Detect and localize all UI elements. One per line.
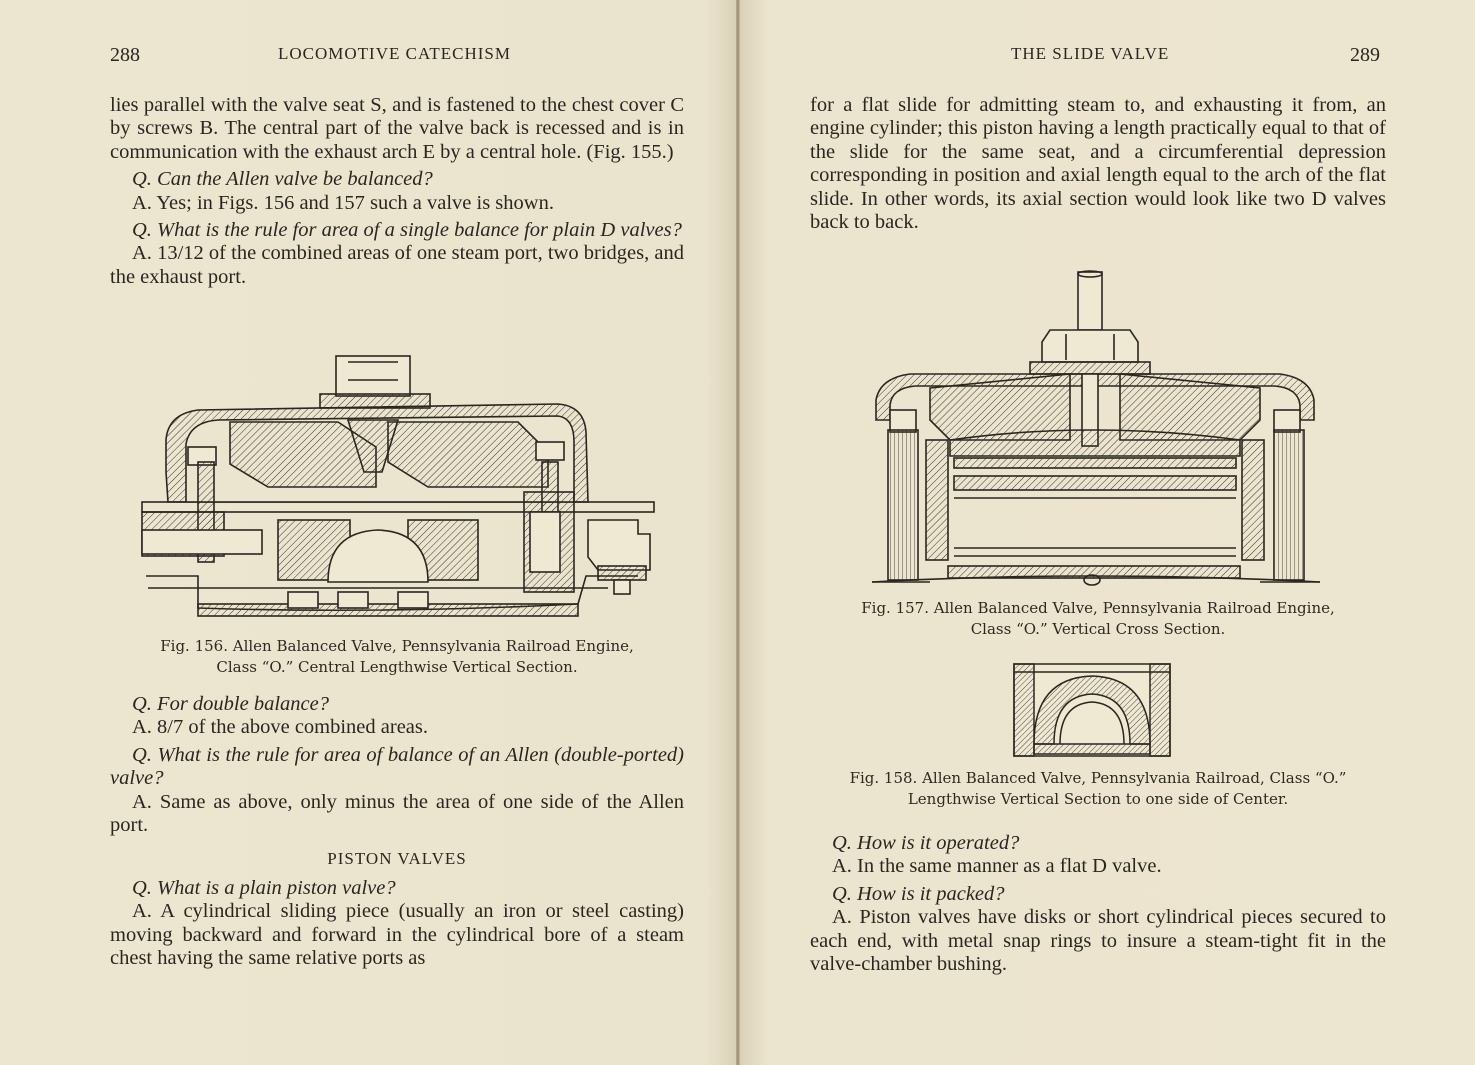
question: Q. For double balance? xyxy=(132,693,329,715)
running-head: LOCOMOTIVE CATECHISM xyxy=(278,44,511,63)
caption-line: Lengthwise Vertical Section to one side … xyxy=(907,790,1289,808)
left-page: 288 LOCOMOTIVE CATECHISM lies parallel w… xyxy=(0,0,736,1065)
page-number: 289 xyxy=(1350,44,1380,66)
question: Q. What is the rule for area of balance … xyxy=(110,743,684,790)
text-block-bottom: Q. For double balance? A. 8/7 of the abo… xyxy=(110,693,684,970)
caption-line: Class “O.” Vertical Cross Section. xyxy=(970,620,1226,638)
answer: A. 8/7 of the above combined areas. xyxy=(132,716,429,739)
question: Q. What is the rule for area of a single… xyxy=(132,219,682,242)
answer: A. In the same manner as a flat D valve. xyxy=(832,855,1162,878)
paragraph: lies parallel with the valve seat S, and… xyxy=(110,94,684,163)
question: Q. What is a plain piston valve? xyxy=(132,876,396,899)
answer: A. Piston valves have disks or short cyl… xyxy=(810,906,1386,976)
text-block-top: lies parallel with the valve seat S, and… xyxy=(110,94,684,289)
caption-line: Class “O.” Central Lengthwise Vertical S… xyxy=(216,658,578,676)
running-head: THE SLIDE VALVE xyxy=(1011,44,1170,63)
question: Q. Can the Allen valve be balanced? xyxy=(132,168,433,191)
right-page: THE SLIDE VALVE 289 for a flat slide for… xyxy=(740,0,1475,1065)
fig-156-illustration xyxy=(141,355,655,617)
page-number: 288 xyxy=(110,44,140,66)
text-block-top: for a flat slide for admitting steam to,… xyxy=(810,94,1386,234)
caption-line: Fig. 157. Allen Balanced Valve, Pennsylv… xyxy=(861,599,1335,617)
caption-line: Fig. 156. Allen Balanced Valve, Pennsylv… xyxy=(160,637,634,655)
section-heading: PISTON VALVES xyxy=(327,849,467,869)
figure-caption: Fig. 157. Allen Balanced Valve, Pennsylv… xyxy=(810,598,1386,640)
caption-line: Fig. 158. Allen Balanced Valve, Pennsylv… xyxy=(849,769,1347,787)
question: Q. How is it packed? xyxy=(832,882,1005,905)
paragraph: for a flat slide for admitting steam to,… xyxy=(810,94,1386,234)
figure-caption: Fig. 158. Allen Balanced Valve, Pennsylv… xyxy=(810,768,1386,810)
answer: A. Yes; in Figs. 156 and 157 such a valv… xyxy=(132,191,554,214)
answer: A. Same as above, only minus the area of… xyxy=(110,790,684,837)
answer: A. 13/12 of the combined areas of one st… xyxy=(110,242,684,288)
book-gutter xyxy=(736,0,740,1065)
question: Q. How is it operated? xyxy=(832,832,1020,854)
fig-157-illustration xyxy=(871,270,1321,586)
answer: A. A cylindrical sliding piece (usually … xyxy=(110,900,684,970)
figure-caption: Fig. 156. Allen Balanced Valve, Pennsylv… xyxy=(110,636,684,678)
fig-158-illustration xyxy=(1013,663,1171,757)
text-block-bottom: Q. How is it operated? A. In the same ma… xyxy=(810,832,1386,976)
